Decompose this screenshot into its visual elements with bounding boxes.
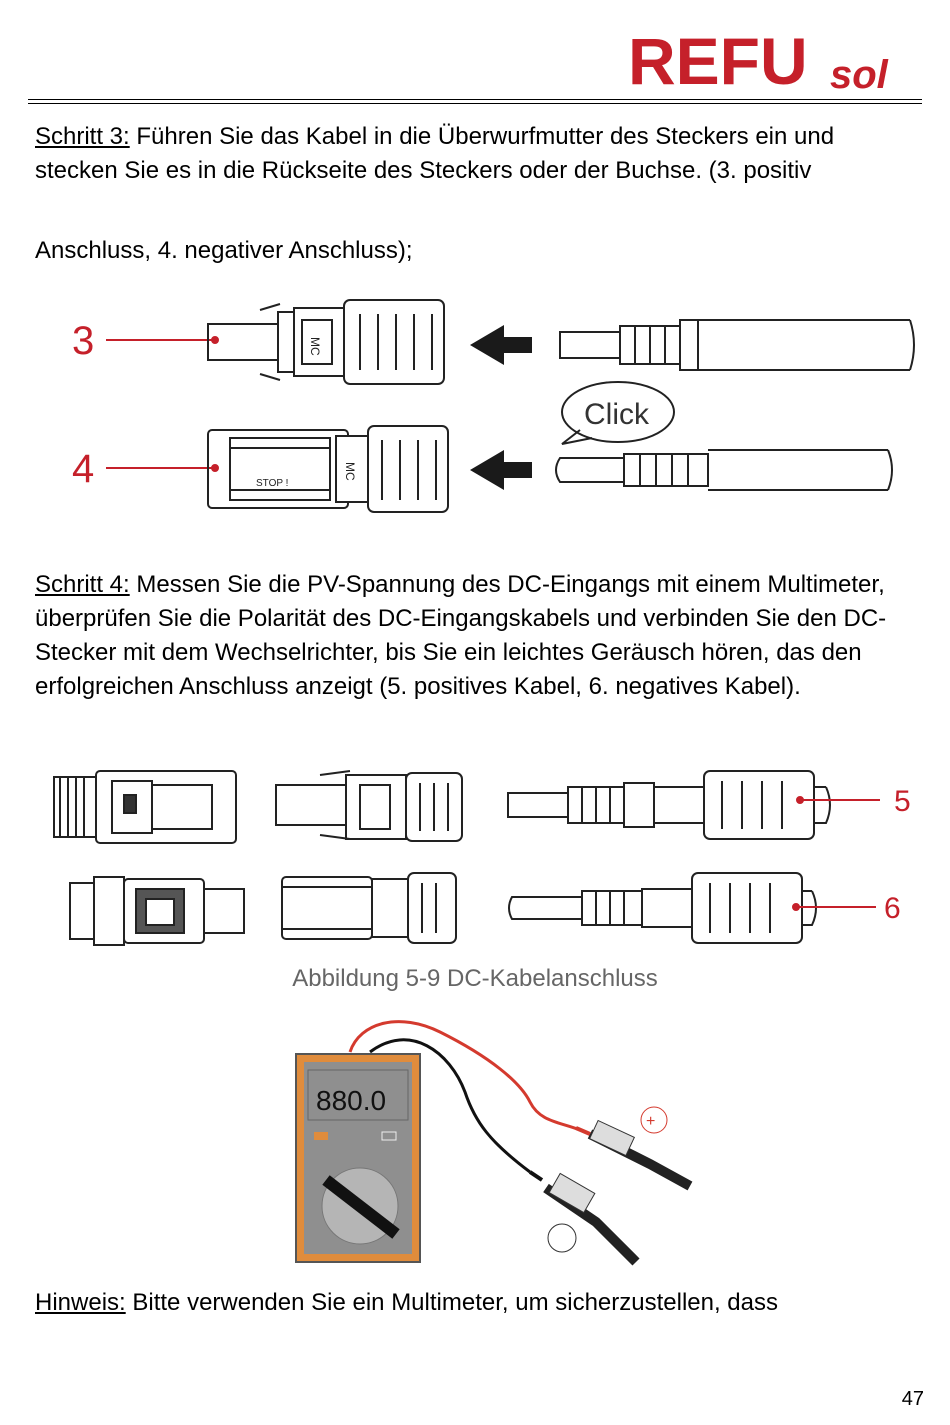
step4-text: Messen Sie die PV-Spannung des DC-Eingan… — [35, 571, 887, 700]
connector-variants-figure: 5 6 — [53, 770, 911, 946]
header-rule-2 — [28, 103, 922, 104]
label-5: 5 — [894, 785, 911, 818]
note-label: Hinweis: — [35, 1289, 126, 1316]
note-text: Bitte verwenden Sie ein Multimeter, um s… — [125, 1289, 779, 1316]
mc-mark-4: MC — [343, 462, 357, 481]
stop-mark: STOP ! — [256, 478, 288, 489]
click-text: Click — [584, 398, 650, 431]
step3-paragraph: Schritt 3: Führen Sie das Kabel in die Ü… — [35, 120, 920, 188]
step4-label: Schritt 4: — [35, 571, 130, 598]
header-rule — [28, 99, 922, 100]
page-number: 47 — [901, 1388, 924, 1410]
label-6: 6 — [884, 892, 901, 925]
multimeter-figure: 880.0 + — [295, 1020, 693, 1266]
label-4: 4 — [72, 447, 94, 491]
step3-label: Schritt 3: — [35, 123, 130, 150]
label-3: 3 — [72, 319, 94, 363]
note-paragraph: Hinweis: Bitte verwenden Sie ein Multime… — [35, 1286, 920, 1320]
step3-continuation: Anschluss, 4. negativer Anschluss); — [35, 237, 413, 264]
logo-main-text: REFU — [628, 24, 808, 94]
step4-paragraph: Schritt 4: Messen Sie die PV-Spannung de… — [35, 568, 920, 704]
refusol-logo: REFU sol — [628, 24, 889, 94]
step3-text: Führen Sie das Kabel in die Überwurfmutt… — [35, 123, 835, 184]
connector-assembly-figure: 3 4 Click MC MC STOP ! — [72, 299, 915, 513]
multimeter-display: 880.0 — [316, 1085, 386, 1116]
mc-mark-3: MC — [308, 337, 322, 356]
logo-sub-text: sol — [830, 53, 889, 94]
plus-sign: + — [646, 1113, 655, 1130]
figure-caption: Abbildung 5-9 DC-Kabelanschluss — [292, 965, 658, 992]
